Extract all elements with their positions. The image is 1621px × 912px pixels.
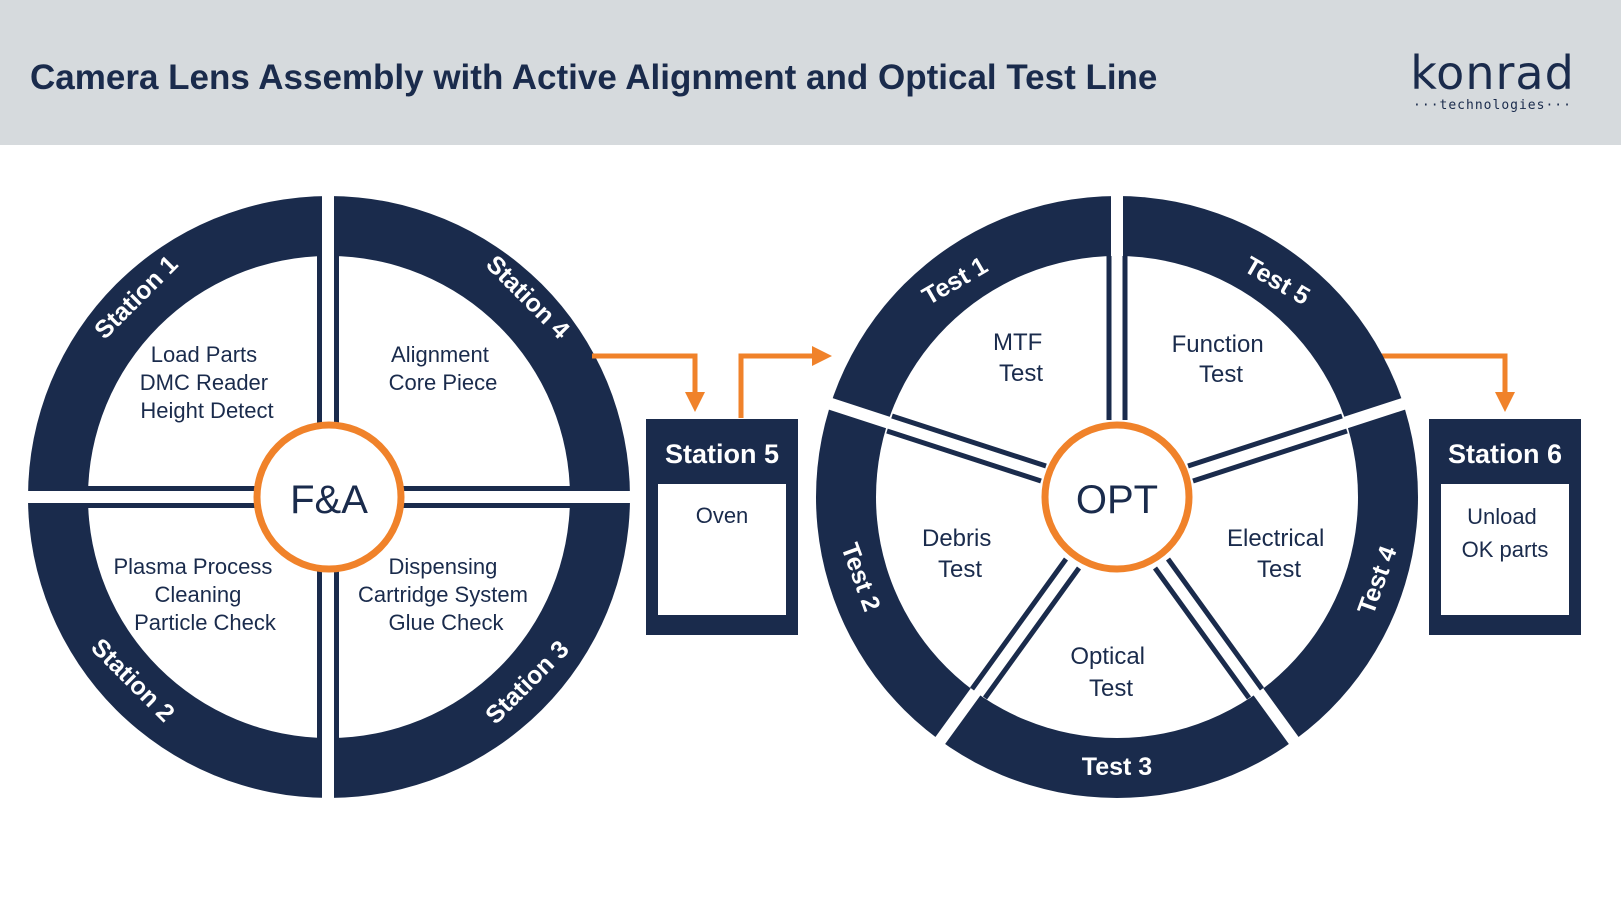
station5-title: Station 5 [665,439,779,469]
opt-spoke [886,428,1042,484]
opt-test-3-text: Optical Test [1070,643,1151,702]
opt-wheel: OPT Test 1 Test 5 Test 2 Test 4 Test 3 M… [816,190,1418,798]
station6-text: Unload OK parts [1462,504,1549,562]
station5-text: Oven [696,503,749,528]
logo-wordmark: konrad [1410,46,1575,100]
opt-spoke [969,557,1069,691]
opt-spoke [891,413,1047,469]
arrow-station5-to-opt [738,346,832,418]
opt-test-1-text: MTF Test [993,329,1049,387]
opt-spoke [982,566,1082,700]
logo-subtitle: ···technologies··· [1413,98,1572,113]
station5-content [658,484,786,615]
station6-title: Station 6 [1448,439,1562,469]
fa-wheel: F&A Station 1 Station 4 Station 2 Statio… [20,190,640,805]
opt-hub-label: OPT [1076,478,1158,522]
fa-hub-label: F&A [290,478,368,522]
arrow-fa-to-station5 [592,353,705,412]
opt-spoke [1187,413,1343,469]
flow-arrows [592,346,1515,418]
opt-test-2-text: Debris Test [922,525,998,583]
opt-hub [1041,421,1193,573]
fa-station-4-text: Alignment Core Piece [389,342,498,395]
opt-spoke [1152,566,1252,700]
opt-spoke [1165,557,1265,691]
fa-station-1-text: Load Parts DMC Reader Height Detect [140,342,275,423]
fa-station-3-text: Dispensing Cartridge System Glue Check [358,554,534,635]
opt-test-5-text: Function Test [1172,331,1271,388]
opt-test-4-text: Electrical Test [1227,525,1331,583]
konrad-logo: konrad ···technologies··· [1400,48,1585,123]
opt-ring-label-test-3: Test 3 [1082,753,1152,781]
header-bar: Camera Lens Assembly with Active Alignme… [0,0,1621,145]
station6-content [1441,484,1569,615]
station5-box: Station 5 Oven [646,419,798,635]
fa-station-2-text: Plasma Process Cleaning Particle Check [113,554,278,635]
fa-hub [253,421,405,573]
page-title: Camera Lens Assembly with Active Alignme… [30,58,1158,97]
station6-box: Station 6 Unload OK parts [1429,419,1581,635]
opt-spoke [1192,428,1348,484]
arrow-opt-to-station6 [1381,353,1515,412]
opt-spokes [886,256,1348,700]
